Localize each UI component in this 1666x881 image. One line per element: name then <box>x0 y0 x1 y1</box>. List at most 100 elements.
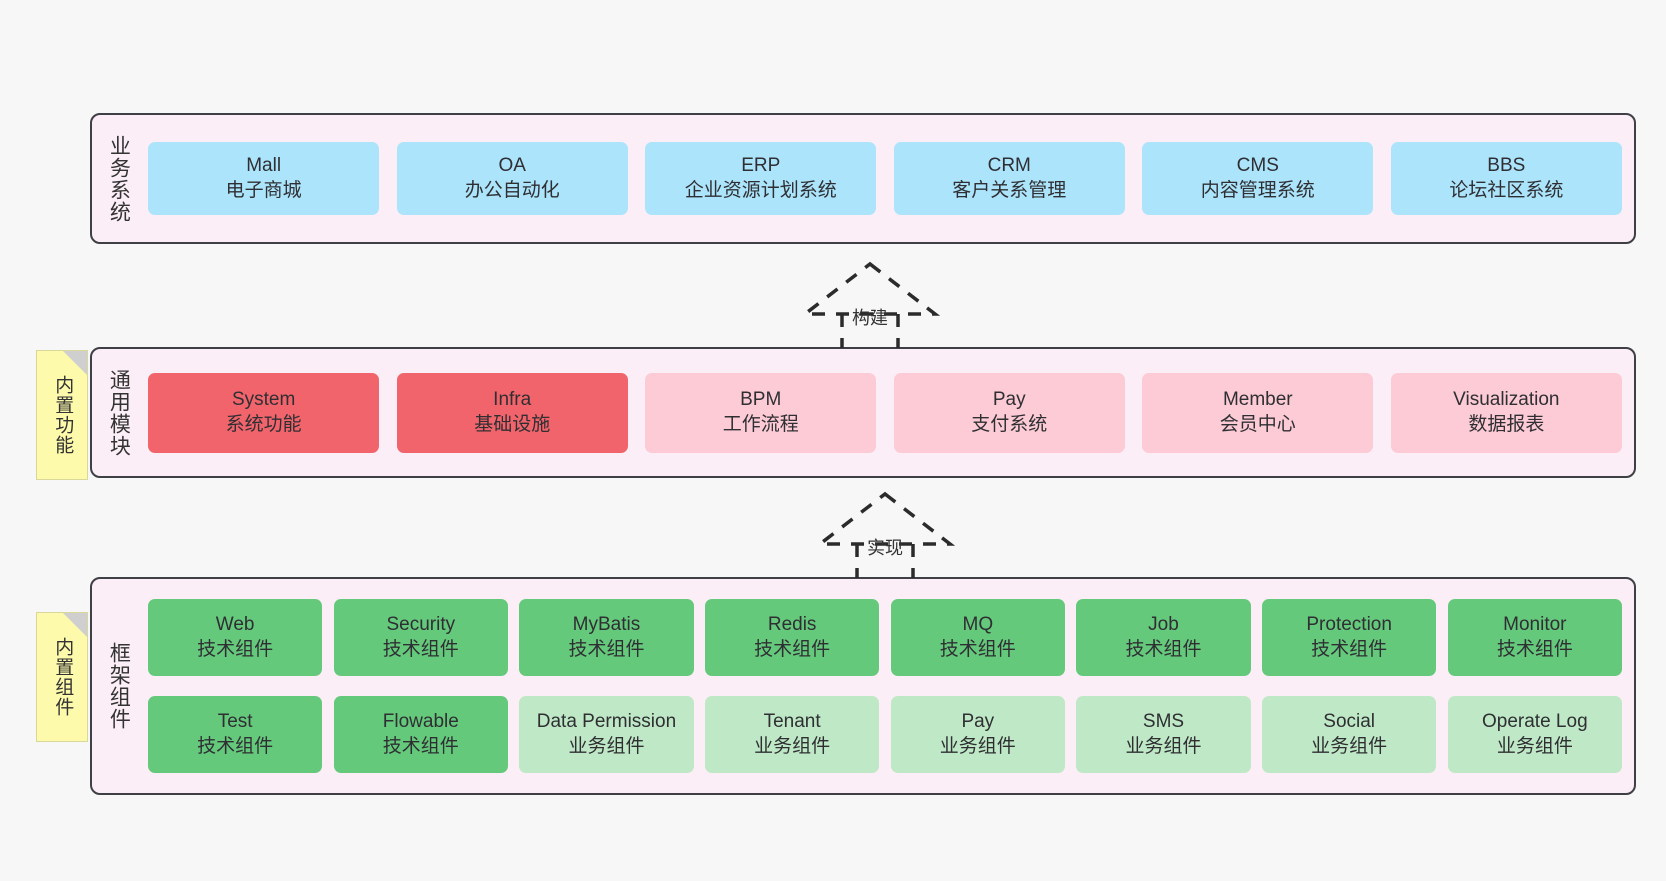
sticky-note-label: 内置功能 <box>52 375 74 455</box>
card-title: SMS <box>1142 711 1185 733</box>
card-subtitle: 技术组件 <box>382 638 459 660</box>
card-subtitle: 业务组件 <box>1496 735 1573 757</box>
card-title: OA <box>498 155 526 177</box>
card-subtitle: 办公自动化 <box>464 179 560 201</box>
card-subtitle: 业务组件 <box>568 735 645 757</box>
card-title: Redis <box>767 614 817 636</box>
card-subtitle: 基础设施 <box>474 413 551 435</box>
card-title: MQ <box>962 614 994 636</box>
card-title: Visualization <box>1453 389 1560 411</box>
connector-label-build: 构建 <box>852 308 888 328</box>
card-subtitle: 技术组件 <box>1125 638 1202 660</box>
card-title: BBS <box>1487 155 1526 177</box>
card-subtitle: 会员中心 <box>1219 413 1296 435</box>
card-subtitle: 工作流程 <box>722 413 799 435</box>
layer-title-framework-components: 框架组件 <box>107 642 131 730</box>
card-subtitle: 技术组件 <box>382 735 459 757</box>
card-subtitle: 数据报表 <box>1468 413 1545 435</box>
card-title: Infra <box>493 389 532 411</box>
card-title: Web <box>215 614 255 636</box>
card-title: System <box>231 389 296 411</box>
card-subtitle: 技术组件 <box>197 638 274 660</box>
card-title: MyBatis <box>572 614 641 636</box>
card-subtitle: 业务组件 <box>1125 735 1202 757</box>
card-title: Operate Log <box>1482 711 1588 733</box>
card-subtitle: 业务组件 <box>754 735 831 757</box>
card-title: BPM <box>740 389 782 411</box>
card-title: Flowable <box>382 711 459 733</box>
card-subtitle: 支付系统 <box>971 413 1048 435</box>
layer-title-business: 业务系统 <box>107 134 131 223</box>
card-subtitle: 技术组件 <box>1496 638 1573 660</box>
card-title: Pay <box>992 389 1026 411</box>
card-title: Monitor <box>1503 614 1567 636</box>
card-title: Member <box>1222 389 1293 411</box>
card-subtitle: 技术组件 <box>568 638 645 660</box>
card-subtitle: 企业资源计划系统 <box>684 179 837 201</box>
layer-title-common-modules: 通用模块 <box>107 368 131 457</box>
sticky-note-label: 内置组件 <box>52 637 74 717</box>
note-fold-icon <box>63 613 87 637</box>
card-subtitle: 技术组件 <box>754 638 831 660</box>
card-title: Mall <box>246 155 282 177</box>
card-subtitle: 技术组件 <box>939 638 1016 660</box>
card-title: Tenant <box>763 711 821 733</box>
card-subtitle: 客户关系管理 <box>952 179 1067 201</box>
card-subtitle: 系统功能 <box>225 413 302 435</box>
card-subtitle: 论坛社区系统 <box>1449 179 1564 201</box>
card-title: CRM <box>987 155 1031 177</box>
card-title: Data Permission <box>536 711 677 733</box>
connector-implement: 实现 <box>800 488 970 580</box>
connector-build: 构建 <box>785 258 955 350</box>
card-title: Test <box>217 711 253 733</box>
card-subtitle: 内容管理系统 <box>1200 179 1315 201</box>
card-title: Security <box>386 614 456 636</box>
card-title: Job <box>1148 614 1179 636</box>
sticky-note-common-modules: 内置功能 <box>36 350 88 480</box>
connector-label-implement: 实现 <box>867 538 903 558</box>
note-fold-icon <box>63 351 87 375</box>
card-subtitle: 技术组件 <box>197 735 274 757</box>
card-subtitle: 业务组件 <box>939 735 1016 757</box>
card-title: Protection <box>1306 614 1392 636</box>
